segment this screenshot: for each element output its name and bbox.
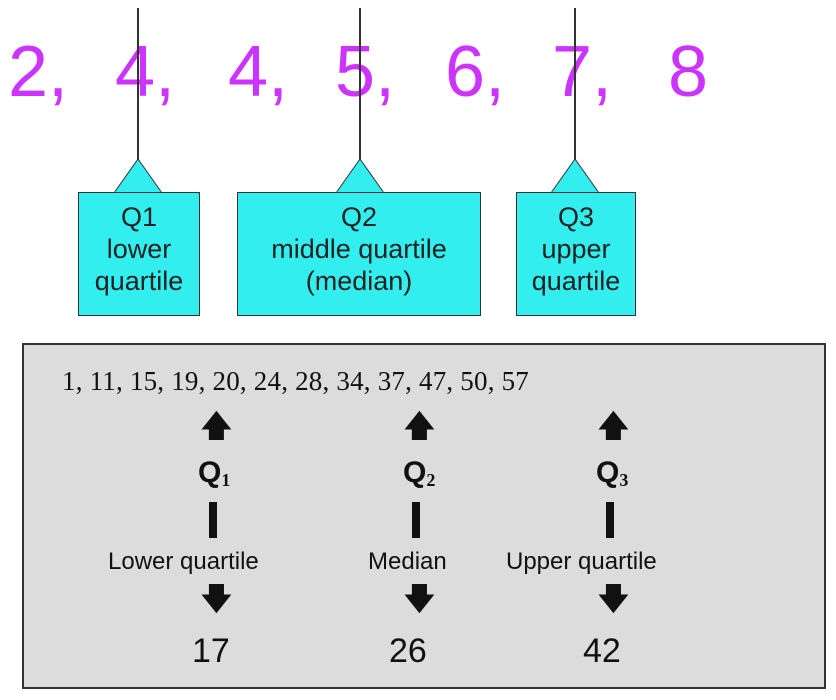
- q3-marker-line: [574, 8, 576, 160]
- arrow-down-icon: 🡇: [404, 582, 435, 617]
- callout-line: lower: [106, 234, 172, 264]
- q1-symbol: Q1: [198, 456, 231, 490]
- callout-line: quartile: [531, 266, 621, 296]
- callout-line: (median): [305, 266, 413, 296]
- arrow-down-icon: 🡇: [201, 582, 232, 617]
- callout-line: middle quartile: [271, 234, 447, 264]
- q2-symbol: Q2: [403, 456, 436, 490]
- q2-callout-pointer: [336, 158, 385, 195]
- q2-callout: Q2 middle quartile (median): [237, 192, 481, 316]
- q3-symbol: Q3: [596, 456, 629, 490]
- q2-description: Median: [368, 548, 447, 575]
- q3-callout-pointer: [551, 158, 600, 195]
- callout-line: Q3: [557, 202, 595, 232]
- q3-description: Upper quartile: [506, 548, 657, 575]
- quartile-example-panel: [22, 343, 826, 689]
- dataset-value: 2,: [8, 32, 69, 112]
- arrow-up-icon: 🡅: [201, 409, 232, 444]
- q3-callout: Q3 upper quartile: [516, 192, 636, 316]
- q1-bar: [209, 502, 217, 538]
- q1-callout-pointer: [114, 158, 163, 195]
- q3-value: 42: [583, 632, 621, 670]
- q1-callout: Q1 lower quartile: [78, 192, 200, 316]
- q1-marker-line: [137, 8, 139, 160]
- q2-bar: [412, 502, 420, 538]
- dataset-value: 5,: [335, 32, 396, 112]
- q2-marker-line: [359, 8, 361, 160]
- arrow-up-icon: 🡅: [598, 409, 629, 444]
- arrow-up-icon: 🡅: [404, 409, 435, 444]
- q1-description: Lower quartile: [108, 548, 259, 575]
- q2-value: 26: [389, 632, 427, 670]
- callout-line: Q2: [340, 202, 378, 232]
- panel-data-list: 1, 11, 15, 19, 20, 24, 28, 34, 37, 47, 5…: [62, 366, 529, 396]
- callout-line: quartile: [94, 266, 184, 296]
- q3-bar: [606, 502, 614, 538]
- callout-line: upper: [541, 234, 611, 264]
- q1-value: 17: [192, 632, 230, 670]
- callout-line: Q1: [120, 202, 158, 232]
- arrow-down-icon: 🡇: [598, 582, 629, 617]
- dataset-value: 6,: [445, 32, 506, 112]
- dataset-value: 4,: [115, 32, 176, 112]
- dataset-value: 7,: [552, 32, 613, 112]
- dataset-value: 8: [668, 32, 709, 112]
- dataset-value: 4,: [228, 32, 289, 112]
